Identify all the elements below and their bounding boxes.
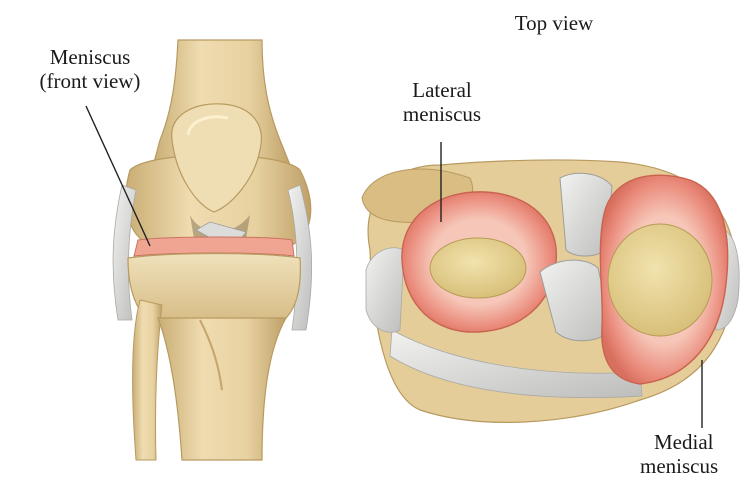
medial-meniscus-label-line2: meniscus <box>640 454 744 478</box>
lateral-meniscus-label-line2: meniscus <box>372 102 512 126</box>
front-view-knee <box>113 40 312 460</box>
medial-meniscus-label-line1: Medial <box>640 430 744 454</box>
front-view-meniscus-label-line1: Meniscus <box>6 45 174 69</box>
lateral-side-ligament <box>366 248 404 332</box>
lateral-meniscus-label: Lateral meniscus <box>372 78 512 126</box>
medial-tibial-cartilage <box>608 224 712 336</box>
top-view-tibial-plateau <box>362 160 739 422</box>
fibula <box>133 300 162 460</box>
top-view-title: Top view <box>486 11 622 35</box>
lateral-collateral-ligament <box>113 185 136 320</box>
medial-meniscus-label: Medial meniscus <box>640 430 744 478</box>
front-view-meniscus-label-line2: (front view) <box>6 69 174 93</box>
front-view-meniscus-label: Meniscus (front view) <box>6 45 174 93</box>
lateral-tibial-cartilage <box>430 238 526 298</box>
lateral-meniscus-label-line1: Lateral <box>372 78 512 102</box>
